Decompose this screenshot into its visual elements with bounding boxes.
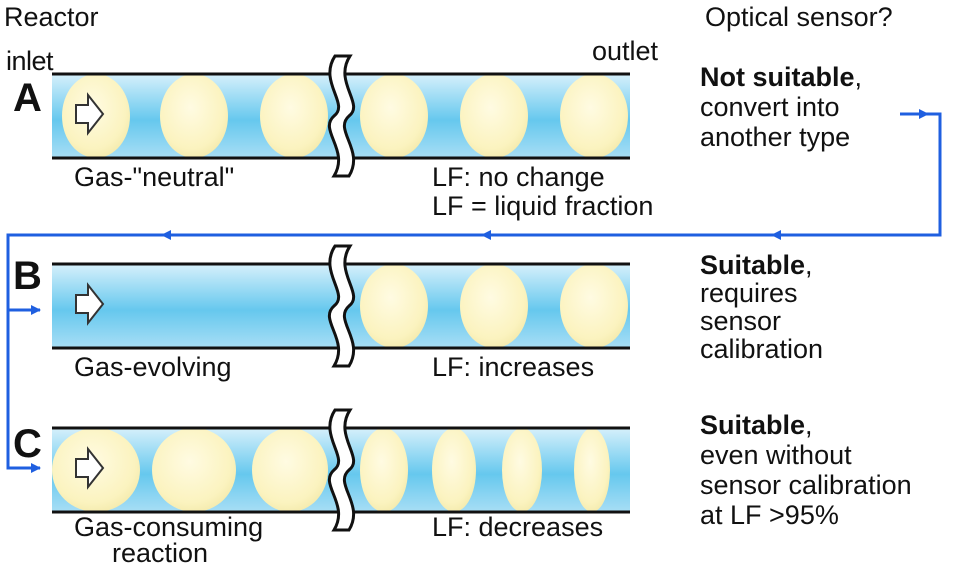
verdict-c-line-1: even without [700,440,852,470]
bubble [360,428,408,512]
break-mark [327,408,356,532]
verdict-c-line-3: at LF >95% [700,500,839,530]
lf-definition: LF = liquid fraction [432,191,654,221]
lf-label-b: LF: increases [432,352,595,382]
verdict-c: Suitable, [700,410,813,440]
tube-a [52,54,630,178]
bubble [502,428,542,512]
verdict-a-line-2: another type [700,122,851,152]
outlet-label: outlet [592,36,659,66]
bubble [252,428,328,512]
verdict-a-bold: Not suitable [700,62,855,92]
flow-connector [6,109,942,473]
flow-direction-icon [75,446,105,490]
verdict-b-line-3: calibration [700,334,824,364]
verdict-a-line-1: convert into [700,92,840,122]
row-letter-c: C [13,422,42,466]
flow-direction-icon [75,92,105,136]
bubble [460,264,528,348]
gas-label-b: Gas-evolving [74,352,232,382]
reactor-label: Reactor [4,2,99,32]
verdict-c-line-2: sensor calibration [700,470,912,500]
verdict-a: Not suitable, [700,62,863,92]
verdict-b-line-2: sensor [700,306,782,336]
row-letter-b: B [13,254,42,298]
flow-direction-icon [75,282,105,326]
sensor-question: Optical sensor? [705,2,893,32]
verdict-b: Suitable, [700,250,813,280]
break-mark [327,244,356,368]
tube-c [52,408,630,532]
bubble [574,428,610,512]
gas-label-a: Gas-"neutral" [74,162,235,192]
bubble [260,74,328,158]
break-mark [327,54,356,178]
bubble [152,428,236,512]
verdict-c-bold: Suitable [700,410,806,440]
lf-label-c: LF: decreases [432,512,604,542]
verdict-b-line-1: requires [700,278,798,308]
bubble [160,74,228,158]
gas-label-c: Gas-consuming [74,512,264,542]
bubble [360,264,428,348]
row-letter-a: A [13,76,42,120]
bubble [460,74,528,158]
inlet-label: inlet [6,46,54,76]
bubble [560,74,628,158]
bubble [360,74,428,158]
lf-label-a: LF: no change [432,162,605,192]
gas-label-c-2: reaction [112,538,209,568]
bubble [432,428,476,512]
verdict-b-bold: Suitable [700,250,806,280]
bubble [560,264,628,348]
tube-b [52,244,630,368]
